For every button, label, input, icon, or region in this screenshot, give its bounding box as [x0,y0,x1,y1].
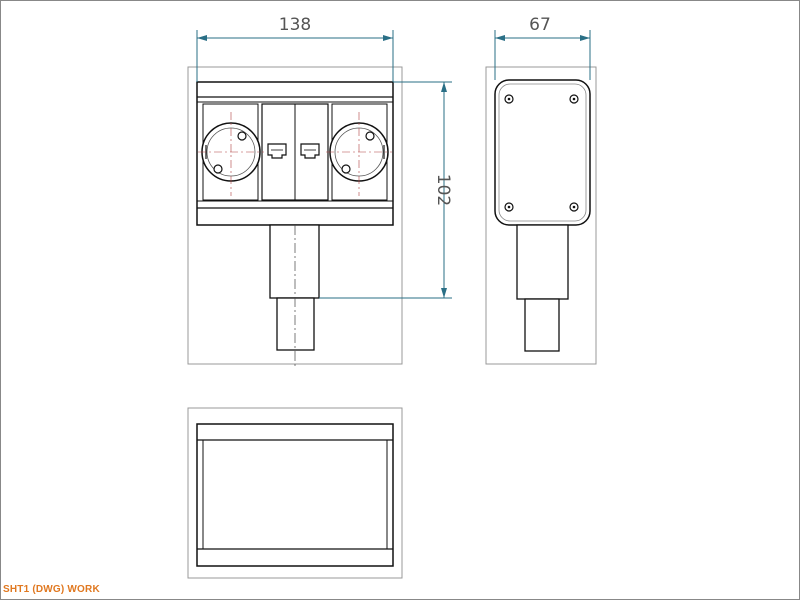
top-view[interactable] [187,407,403,579]
dimension-width [196,30,394,82]
front-stem-lower [276,297,315,351]
side-view-frame [485,66,597,365]
dimension-width-label: 138 [279,15,311,35]
sheet-label: SHT1 (DWG) WORK [3,584,100,595]
top-body [196,423,394,567]
side-stem-upper [516,224,569,300]
rj45-port-right [300,143,320,159]
dimension-height-label: 102 [433,174,453,206]
dimension-depth-label: 67 [529,15,551,35]
side-view[interactable] [485,66,597,365]
side-stem-lower [524,298,560,352]
dimension-depth [494,30,591,80]
side-screws [504,94,579,212]
dimension-height [319,81,452,299]
top-view-frame [187,407,403,579]
front-stem-upper [269,224,320,299]
front-view[interactable] [187,66,403,366]
schuko-socket-right [326,103,392,201]
rj45-port-left [267,143,287,159]
schuko-socket-left [198,103,264,201]
